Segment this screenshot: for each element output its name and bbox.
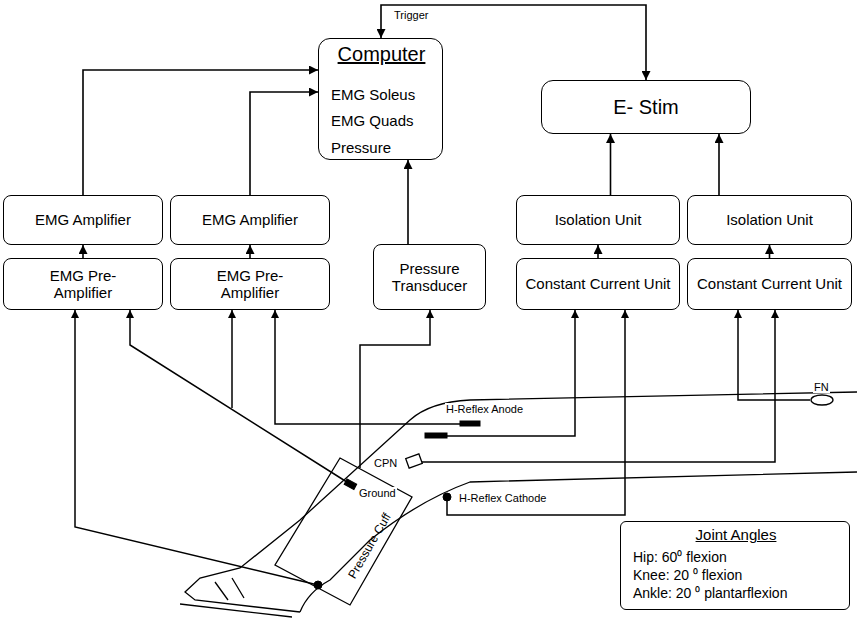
ground-wire bbox=[231, 310, 233, 408]
box-heading: Isolation Unit bbox=[726, 211, 813, 228]
part-label: FN bbox=[813, 381, 830, 393]
box-heading: EMG Pre-Amplifier bbox=[27, 267, 139, 302]
signal-connector bbox=[769, 245, 771, 258]
process-box: Isolation Unit bbox=[687, 195, 852, 245]
soleus-electrode bbox=[314, 581, 322, 589]
box-heading: EMG Amplifier bbox=[202, 211, 298, 228]
box-heading: Computer bbox=[338, 43, 426, 66]
signal-connector bbox=[610, 134, 612, 195]
box-heading: Constant Current Unit bbox=[525, 275, 670, 292]
process-box: EMG Amplifier bbox=[3, 195, 163, 245]
fn-electrode bbox=[811, 395, 833, 405]
process-box: Pressure Transducer bbox=[373, 244, 486, 310]
box-text: Hip: 60⁰ flexion bbox=[633, 549, 727, 565]
anode-electrode bbox=[425, 433, 447, 438]
signal-connector bbox=[250, 92, 318, 195]
shoe-line bbox=[215, 578, 244, 600]
thigh-top-outline bbox=[185, 392, 857, 612]
list-box: ComputerEMG SoleusEMG QuadsPressure bbox=[318, 38, 443, 160]
quads-electrode bbox=[460, 421, 480, 426]
box-heading: Constant Current Unit bbox=[697, 275, 842, 292]
signal-connector bbox=[82, 245, 84, 258]
list-box: Joint AnglesHip: 60⁰ flexionKnee: 20 ⁰ f… bbox=[620, 521, 850, 610]
box-heading: Isolation Unit bbox=[555, 211, 642, 228]
anode-wire bbox=[447, 310, 575, 436]
soleus-wire bbox=[75, 310, 318, 585]
box-text: Ankle: 20 ⁰ plantarflexion bbox=[633, 585, 787, 601]
quads-wire bbox=[275, 310, 460, 424]
process-box: EMG Pre-Amplifier bbox=[170, 258, 330, 310]
signal-connector bbox=[718, 134, 720, 195]
box-heading: Joint Angles bbox=[696, 526, 777, 543]
signal-connector bbox=[407, 160, 409, 244]
part-label: CPN bbox=[373, 457, 398, 469]
foot-plate bbox=[180, 604, 292, 617]
ground-electrode bbox=[344, 479, 357, 489]
cpn-electrode bbox=[406, 454, 423, 468]
box-heading: Pressure Transducer bbox=[380, 260, 480, 295]
box-heading: EMG Amplifier bbox=[35, 211, 131, 228]
cathode-electrode bbox=[443, 493, 451, 501]
process-box: Constant Current Unit bbox=[687, 258, 852, 310]
signal-connector bbox=[597, 245, 599, 258]
box-text: Pressure bbox=[331, 139, 391, 156]
process-box: Constant Current Unit bbox=[516, 258, 680, 310]
signal-connector bbox=[83, 70, 318, 195]
ground-wire bbox=[130, 310, 350, 484]
pressure-tube bbox=[360, 310, 430, 468]
signal-connector bbox=[249, 245, 251, 258]
box-text: EMG Quads bbox=[331, 112, 414, 129]
cpn-wire bbox=[421, 310, 775, 462]
part-label: Pressure Cuff bbox=[346, 510, 395, 582]
process-box: EMG Pre-Amplifier bbox=[3, 258, 163, 310]
part-label: Ground bbox=[358, 487, 397, 499]
box-text: EMG Soleus bbox=[331, 86, 415, 103]
calf-outline bbox=[300, 472, 857, 612]
box-heading: E- Stim bbox=[613, 96, 679, 119]
part-label: H-Reflex Anode bbox=[445, 403, 524, 415]
process-box: Isolation Unit bbox=[516, 195, 680, 245]
process-box: E- Stim bbox=[541, 80, 751, 134]
box-heading: EMG Pre-Amplifier bbox=[194, 267, 306, 302]
process-box: EMG Amplifier bbox=[170, 195, 330, 245]
part-label: H-Reflex Cathode bbox=[458, 492, 547, 504]
box-text: Knee: 20 ⁰ flexion bbox=[633, 567, 742, 583]
fn-wire bbox=[738, 310, 810, 400]
edge-label: Trigger bbox=[393, 9, 429, 21]
